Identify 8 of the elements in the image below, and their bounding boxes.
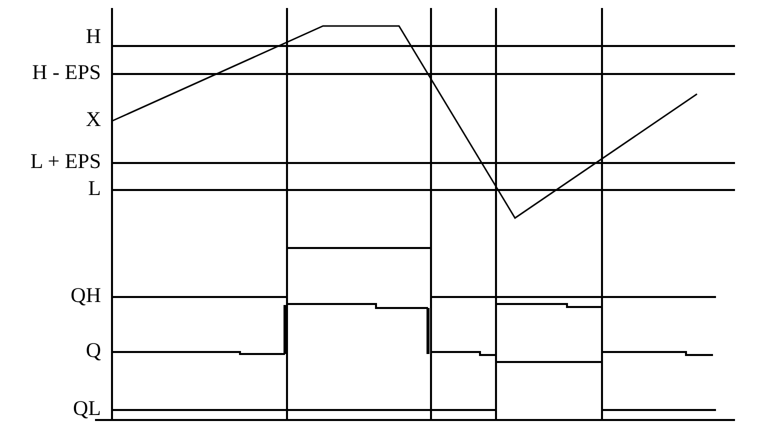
level-label: L: [88, 177, 101, 199]
level-label: H: [86, 25, 101, 47]
level-label: X: [86, 108, 101, 130]
level-label: H - EPS: [32, 61, 101, 83]
level-label: QL: [73, 397, 101, 419]
level-label: Q: [86, 339, 101, 361]
level-label: L + EPS: [30, 150, 101, 172]
level-label: QH: [70, 284, 101, 306]
